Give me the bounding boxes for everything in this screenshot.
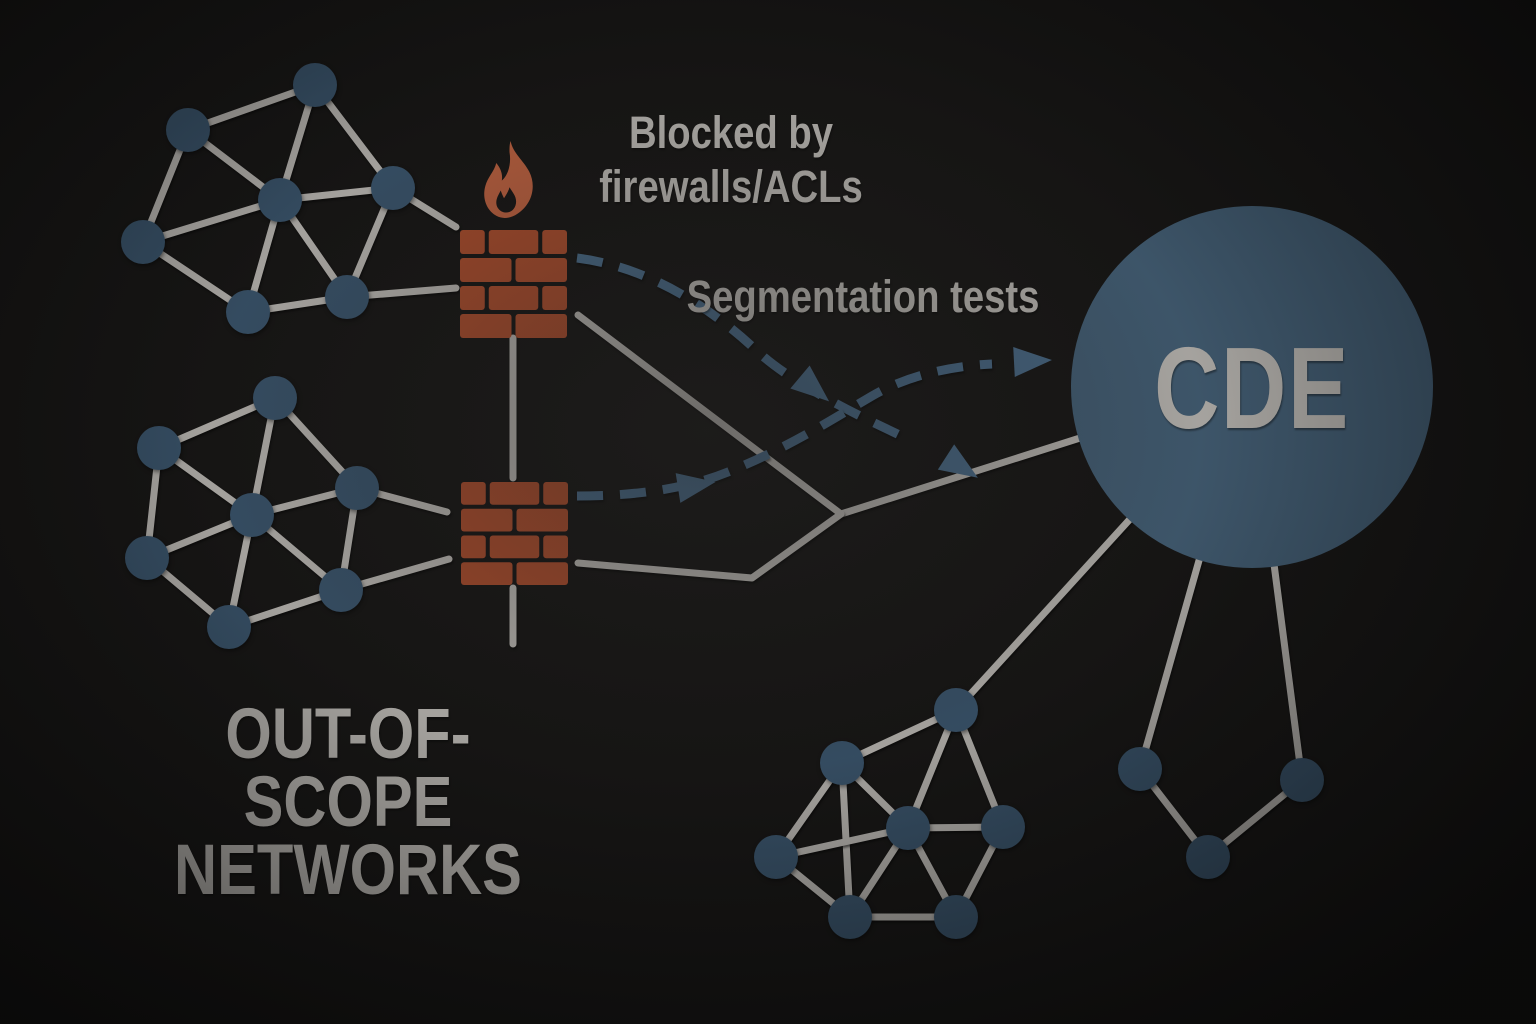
network-node (820, 741, 864, 785)
network-node (371, 166, 415, 210)
connector-line (952, 514, 1135, 714)
brick (542, 230, 567, 254)
network-node (934, 895, 978, 939)
segmentation-test-arrow-bottom (576, 359, 993, 501)
brick (461, 508, 513, 532)
connector-line (574, 311, 1084, 518)
network-node (886, 806, 930, 850)
network-node (828, 895, 872, 939)
network-node (335, 466, 379, 510)
brick (516, 508, 568, 532)
firewall-icon (461, 482, 568, 585)
flame-icon (484, 141, 533, 218)
arrowhead-icon (1013, 347, 1052, 377)
network-node (1118, 747, 1162, 791)
brick (460, 230, 485, 254)
network-node (258, 178, 302, 222)
brick (489, 535, 540, 559)
network-node (253, 376, 297, 420)
network-node (166, 108, 210, 152)
network-node (137, 426, 181, 470)
network-node (226, 290, 270, 334)
brick (515, 258, 567, 282)
connector-line (1136, 553, 1204, 773)
arrowhead-icon (790, 365, 830, 402)
blocked-by-line1: Blocked by (628, 107, 834, 158)
blocked-by-line2: firewalls/ACLs (599, 161, 863, 212)
out-of-scope-networks-label: OUT-OF-SCOPE NETWORKS (88, 699, 608, 906)
brick (460, 286, 485, 310)
blocked-by-label: Blocked by firewalls/ACLs (531, 106, 931, 214)
brick (460, 258, 512, 282)
brick (461, 562, 513, 585)
brick (488, 230, 539, 254)
network-node (125, 536, 169, 580)
network-node (121, 220, 165, 264)
connector-line (574, 510, 845, 582)
brick (515, 314, 567, 338)
brick (460, 314, 512, 338)
brick (542, 286, 567, 310)
arrowhead-icon (675, 473, 716, 503)
network-node (754, 835, 798, 879)
network-node (1186, 835, 1230, 879)
brick (488, 286, 539, 310)
brick (461, 482, 486, 505)
brick (461, 535, 486, 559)
network-node (319, 568, 363, 612)
brick (543, 482, 568, 505)
segmentation-tests-text: Segmentation tests (686, 271, 1040, 322)
network-node (934, 688, 978, 732)
out-of-scope-line1: OUT-OF-SCOPE (225, 695, 471, 842)
network-node (230, 493, 274, 537)
brick (543, 535, 568, 559)
network-node (981, 805, 1025, 849)
cde-text: CDE (1154, 323, 1350, 453)
cde-label: CDE (1052, 330, 1452, 446)
brick (516, 562, 568, 585)
network-node (1280, 758, 1324, 802)
network-node (325, 275, 369, 319)
network-node (207, 605, 251, 649)
connector-line (1270, 560, 1306, 784)
brick (489, 482, 540, 505)
out-of-scope-line2: NETWORKS (174, 831, 522, 910)
segmentation-tests-label: Segmentation tests (613, 272, 1113, 322)
network-node (293, 63, 337, 107)
